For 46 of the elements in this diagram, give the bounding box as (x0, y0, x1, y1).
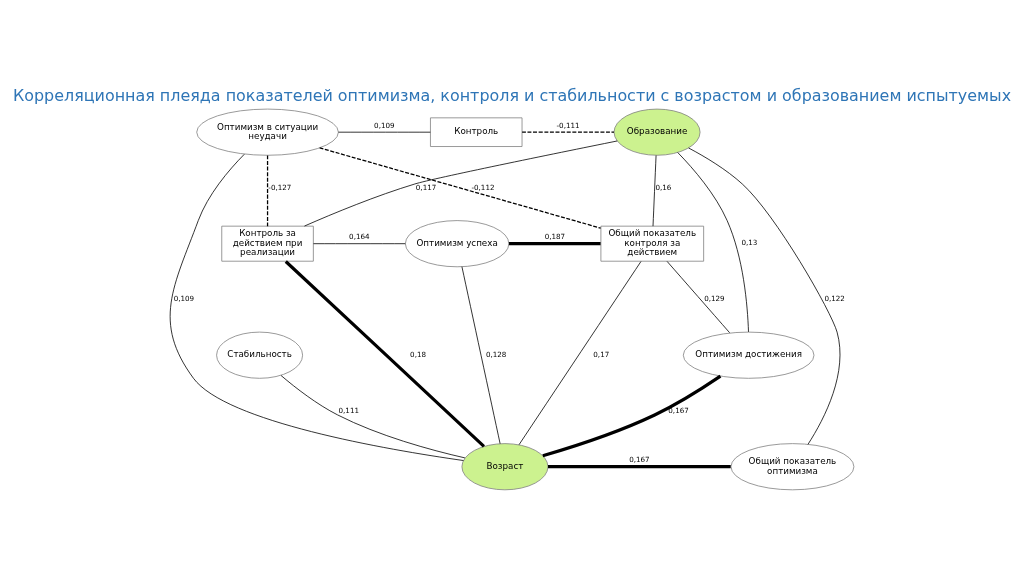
edge-label: 0,13 (741, 237, 758, 247)
connector (508, 241, 601, 245)
node-box: Контроль (430, 116, 523, 147)
connector (319, 146, 602, 229)
node-ellipse: Стабильность (216, 331, 303, 379)
connector (677, 151, 749, 332)
diagram-title: Корреляционная плеяда показателей оптимизма, контроля и стабильности с возрастом и образованием испытуемых (12, 85, 1012, 105)
connector (542, 374, 722, 457)
edge-label: 0,109 (374, 120, 395, 130)
edge-label: 0,122 (824, 293, 845, 303)
edge-label: 0,167 (668, 405, 689, 415)
connector (521, 131, 615, 133)
node-ellipse: Оптимизм достижения (682, 331, 815, 379)
edge-label: -0,111 (556, 120, 580, 130)
edge-label: 0,164 (349, 231, 370, 241)
node-ellipse: Возраст (461, 442, 549, 490)
edge-label: 0,128 (485, 349, 507, 359)
connector (461, 265, 501, 444)
edge-label: 0,111 (338, 405, 360, 415)
edge-label: 0,117 (415, 182, 437, 192)
connector (169, 153, 464, 461)
connector (688, 147, 841, 445)
connector (652, 154, 657, 227)
edge-label: 0,17 (593, 349, 610, 359)
node-box: Общий показатель контроля за действием (600, 225, 705, 262)
connector (518, 260, 642, 445)
node-ellipse: Оптимизм успеха (405, 219, 510, 267)
connector (547, 464, 731, 468)
node-ellipse: Общий показатель оптимизма (730, 442, 855, 490)
connector (304, 140, 618, 226)
edge-label: 0,16 (655, 182, 672, 192)
edge-label: -0,127 (268, 182, 292, 192)
edge-label: 0,109 (173, 293, 195, 303)
connector (284, 259, 486, 447)
connector (666, 260, 731, 333)
edge-label: 0,187 (544, 231, 566, 241)
node-ellipse: Оптимизм в ситуации неудачи (196, 108, 339, 156)
edge-label: -0,112 (471, 182, 495, 192)
edge-label: 0,129 (704, 293, 725, 303)
connector (280, 374, 466, 458)
edge-label: 0,18 (410, 349, 427, 359)
node-ellipse: Образование (613, 108, 701, 156)
node-box: Контроль за действием при реализации (221, 225, 314, 262)
edge-label: 0,167 (629, 454, 650, 464)
connector (266, 154, 269, 227)
connector (313, 242, 406, 244)
